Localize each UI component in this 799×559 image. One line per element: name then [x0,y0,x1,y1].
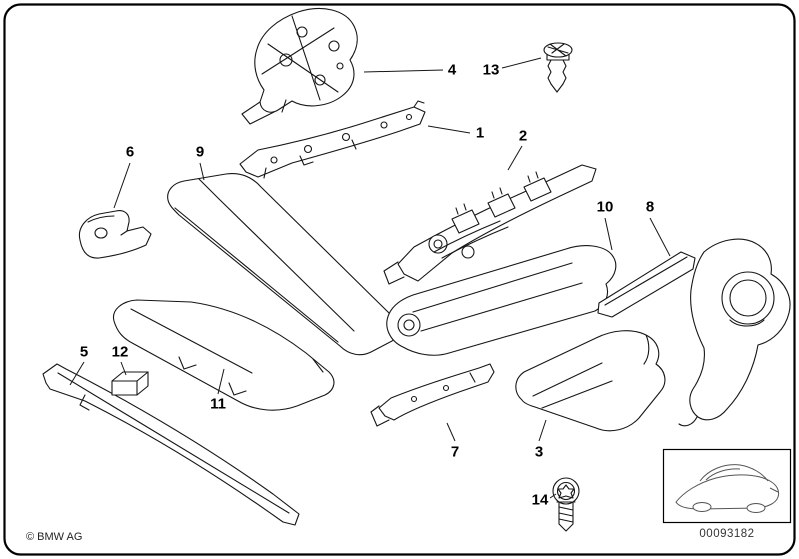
part-label-9: 9 [195,143,205,161]
diagram-border [3,3,796,556]
part-6-bracket [78,210,152,259]
part-label-3: 3 [534,443,544,461]
part-label-13: 13 [482,61,500,79]
part-4-mount-plate [241,7,358,125]
part-3-side-trim [515,330,666,432]
part-2-power-rail [383,164,597,285]
part-5-sill-strip [42,363,300,526]
part-10-cover-strip [597,251,696,318]
part-label-10: 10 [596,198,614,216]
part-label-11: 11 [210,395,226,413]
part-14-screw [552,477,580,532]
part-label-14: 14 [531,491,549,509]
part-1-upper-rail [239,100,426,179]
part-label-6: 6 [125,143,135,161]
copyright-text: © BMW AG [26,531,83,543]
part-13-rivet [543,42,573,93]
part-label-1: 1 [475,124,485,142]
part-12-clip [111,371,149,396]
leader-lines [69,57,671,499]
part-label-12: 12 [111,343,129,361]
part-7-lower-rail [370,363,495,427]
part-label-5: 5 [79,343,89,361]
part-8-side-panel [678,238,791,427]
car-silhouette-icon [675,464,780,513]
part-label-4: 4 [447,61,457,79]
part-label-8: 8 [645,198,655,216]
vehicle-inset [662,448,792,524]
part-label-7: 7 [450,443,460,461]
diagram-number: 00093182 [699,528,755,540]
part-11-front-trim [112,299,335,411]
part-label-2: 2 [518,127,528,145]
center-seat-trim [386,245,617,356]
